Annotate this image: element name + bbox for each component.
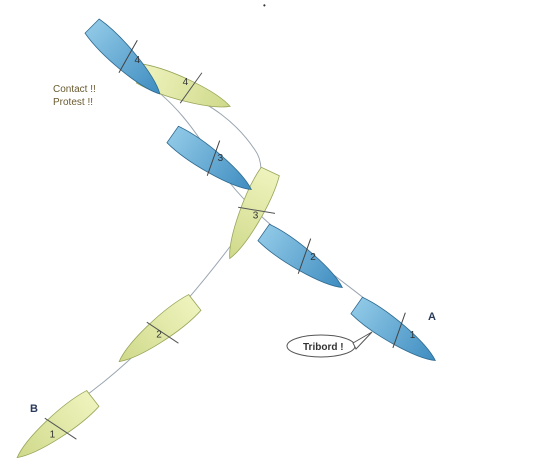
- blue-boat-3: 3: [165, 116, 264, 201]
- yellow-boat-1-label: 1: [50, 429, 56, 440]
- top-dot: •: [263, 1, 266, 10]
- blue-boat-2-label: 2: [310, 252, 316, 263]
- blue-boat-3-label: 3: [218, 153, 224, 164]
- yellow-boat-4-label: 4: [183, 77, 189, 88]
- protest-note: Protest !!: [53, 97, 93, 108]
- yellow-boat-2-label: 2: [156, 330, 162, 341]
- blue-boat-4-label: 4: [134, 55, 140, 66]
- blue-boat-2: 2: [256, 214, 355, 299]
- yellow-boat-1: 1: [9, 387, 107, 473]
- yellow-boat-2: 2: [111, 291, 209, 378]
- contact-note: Contact !!: [53, 84, 96, 95]
- point-a-label: A: [428, 311, 436, 323]
- tribord-speech-bubble: Tribord !: [287, 332, 372, 357]
- yellow-boat-3-label: 3: [253, 211, 259, 222]
- blue-boat-1: 1: [349, 287, 448, 372]
- blue-boat-1-label: 1: [410, 330, 416, 341]
- tribord-text: Tribord !: [303, 342, 344, 353]
- point-b-label: B: [30, 403, 38, 415]
